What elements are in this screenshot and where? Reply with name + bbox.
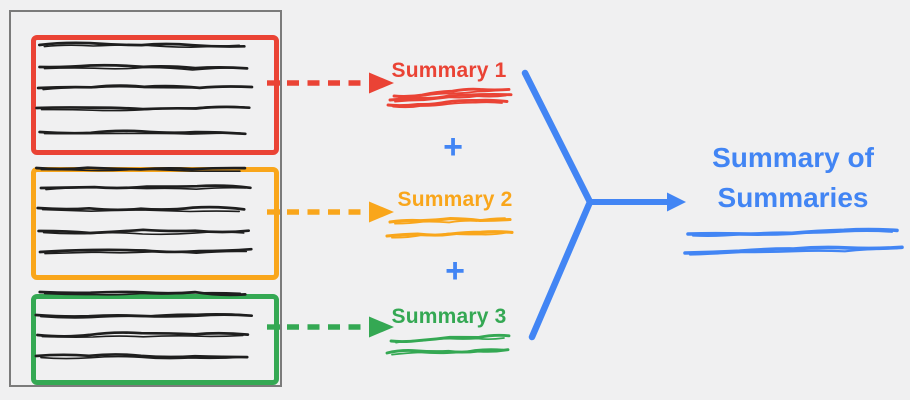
chunk-box-2 [31,167,279,280]
summary-2-label: Summary 2 [397,188,513,211]
plus-operator-2: + [445,252,465,290]
plus-operator-1: + [443,128,463,166]
merge-arrow [521,69,686,341]
summary-1-label: Summary 1 [391,59,507,82]
result-title: Summary of Summaries [686,138,900,218]
summary-3-label: Summary 3 [391,305,507,328]
chunk3-to-summary3-dashed-arrow [267,316,394,338]
chunk-box-3 [31,294,279,385]
chunk1-to-summary1-dashed-arrow [267,72,394,94]
result-title-line-1: Summary of [712,142,874,173]
result-title-line-2: Summaries [717,182,869,213]
chunk2-to-summary2-dashed-arrow [267,201,394,223]
chunk-box-1 [31,35,279,155]
source-document [9,10,282,387]
